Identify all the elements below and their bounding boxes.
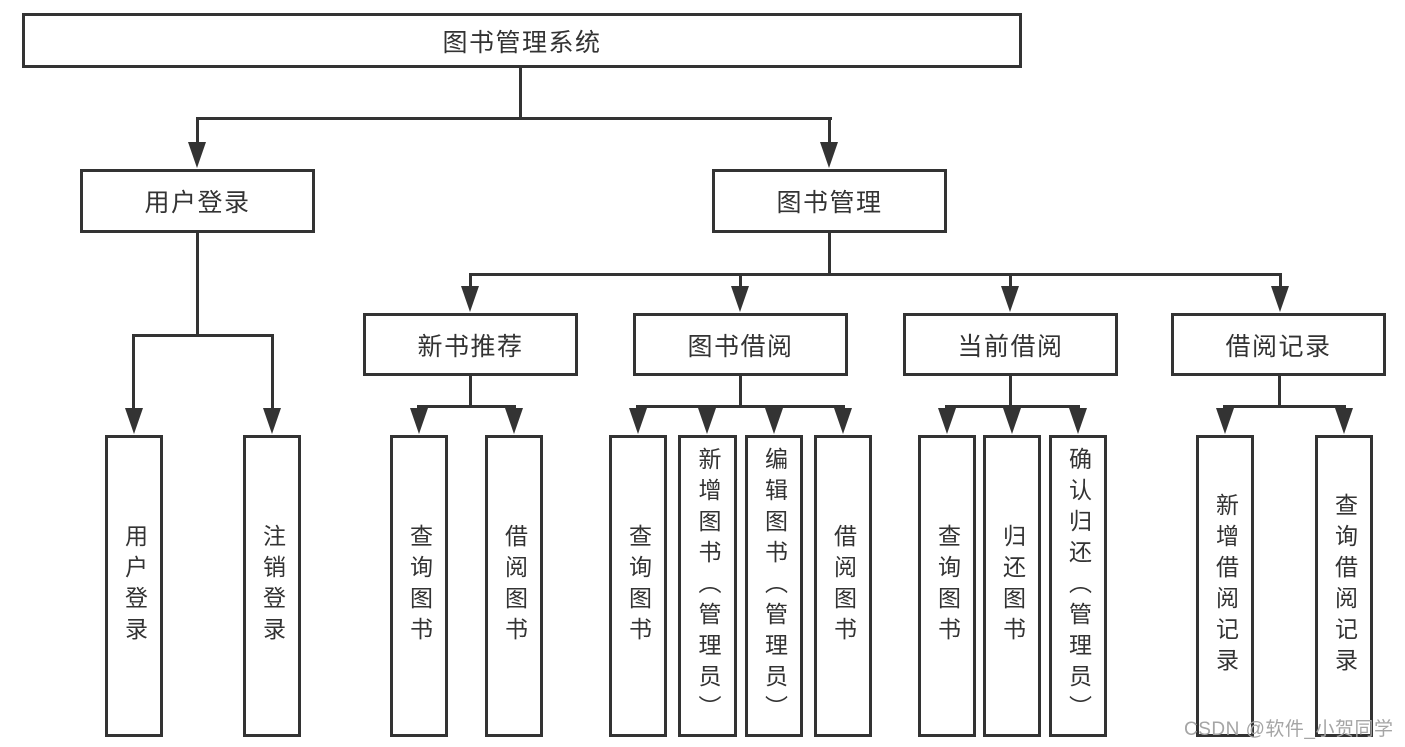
connector-line: [519, 66, 522, 119]
node-new-book-recommend: 新书推荐: [363, 313, 578, 376]
node-book-management-label: 图书管理: [776, 189, 883, 217]
connector-arrow: [698, 408, 716, 434]
leaf-query-borrow-record-label: 查询借阅记录: [1331, 493, 1358, 679]
connector-arrow: [410, 408, 428, 434]
connector-line: [739, 376, 742, 408]
leaf-add-book-admin: 新增图书（管理员）: [678, 435, 737, 737]
connector-line: [417, 405, 516, 408]
leaf-current-query-books-label: 查询图书: [934, 524, 961, 648]
leaf-current-query-books: 查询图书: [918, 435, 976, 737]
connector-line: [469, 376, 472, 408]
leaf-return-books: 归还图书: [983, 435, 1041, 737]
connector-arrow: [1003, 408, 1021, 434]
connector-line: [196, 233, 199, 337]
node-book-borrow-label: 图书借阅: [687, 332, 794, 361]
leaf-confirm-return-admin-label: 确认归还（管理员）: [1065, 446, 1092, 726]
connector-arrow: [731, 286, 749, 312]
node-root-label: 图书管理系统: [442, 28, 602, 57]
node-current-borrow: 当前借阅: [903, 313, 1118, 376]
node-user-login: 用户登录: [80, 169, 315, 233]
leaf-borrow-books-label: 借阅图书: [830, 524, 857, 648]
connector-line: [196, 117, 199, 150]
connector-line: [1223, 405, 1346, 408]
connector-line: [828, 117, 831, 150]
connector-line: [1278, 376, 1281, 408]
leaf-borrow-query-books-label: 查询图书: [625, 524, 652, 648]
leaf-user-login-label: 用户登录: [121, 524, 148, 648]
connector-line: [132, 334, 274, 337]
connector-arrow: [1001, 286, 1019, 312]
leaf-logout: 注销登录: [243, 435, 301, 737]
connector-arrow: [263, 408, 281, 434]
connector-line: [828, 233, 831, 276]
connector-arrow: [125, 408, 143, 434]
connector-line: [1009, 376, 1012, 408]
connector-arrow: [820, 142, 838, 168]
leaf-borrow-books: 借阅图书: [814, 435, 872, 737]
leaf-query-borrow-record: 查询借阅记录: [1315, 435, 1373, 737]
connector-arrow: [1069, 408, 1087, 434]
connector-arrow: [938, 408, 956, 434]
connector-line: [271, 334, 274, 410]
connector-arrow: [834, 408, 852, 434]
leaf-user-login: 用户登录: [105, 435, 163, 737]
leaf-recommend-query-books: 查询图书: [390, 435, 448, 737]
connector-line: [1009, 273, 1012, 292]
connector-line: [739, 273, 742, 292]
connector-line: [469, 273, 472, 292]
leaf-edit-book-admin: 编辑图书（管理员）: [745, 435, 803, 737]
node-current-borrow-label: 当前借阅: [957, 332, 1064, 361]
leaf-confirm-return-admin: 确认归还（管理员）: [1049, 435, 1107, 737]
leaf-add-book-admin-label: 新增图书（管理员）: [695, 446, 721, 726]
connector-line: [469, 273, 1282, 276]
connector-arrow: [765, 408, 783, 434]
leaf-recommend-borrow-books-label: 借阅图书: [501, 524, 528, 648]
connector-arrow: [188, 142, 206, 168]
leaf-logout-label: 注销登录: [259, 524, 286, 648]
connector-line: [132, 334, 135, 410]
node-new-book-recommend-label: 新书推荐: [417, 332, 524, 361]
leaf-add-borrow-record-label: 新增借阅记录: [1212, 493, 1239, 679]
leaf-recommend-borrow-books: 借阅图书: [485, 435, 543, 737]
leaf-recommend-query-books-label: 查询图书: [406, 524, 433, 648]
connector-arrow: [629, 408, 647, 434]
connector-line: [636, 405, 845, 408]
leaf-borrow-query-books: 查询图书: [609, 435, 667, 737]
node-borrow-records-label: 借阅记录: [1225, 332, 1332, 361]
connector-arrow: [505, 408, 523, 434]
leaf-add-borrow-record: 新增借阅记录: [1196, 435, 1254, 737]
csdn-watermark: CSDN @软件_小贺同学: [1184, 719, 1394, 740]
connector-arrow: [1335, 408, 1353, 434]
node-book-borrow: 图书借阅: [633, 313, 848, 376]
leaf-edit-book-admin-label: 编辑图书（管理员）: [761, 446, 788, 726]
node-root: 图书管理系统: [22, 13, 1022, 68]
connector-arrow: [461, 286, 479, 312]
node-user-login-label: 用户登录: [144, 189, 251, 217]
connector-line: [196, 117, 832, 120]
connector-line: [1279, 273, 1282, 292]
node-borrow-records: 借阅记录: [1171, 313, 1386, 376]
node-book-management: 图书管理: [712, 169, 947, 233]
leaf-return-books-label: 归还图书: [999, 524, 1026, 648]
connector-arrow: [1216, 408, 1234, 434]
connector-arrow: [1271, 286, 1289, 312]
